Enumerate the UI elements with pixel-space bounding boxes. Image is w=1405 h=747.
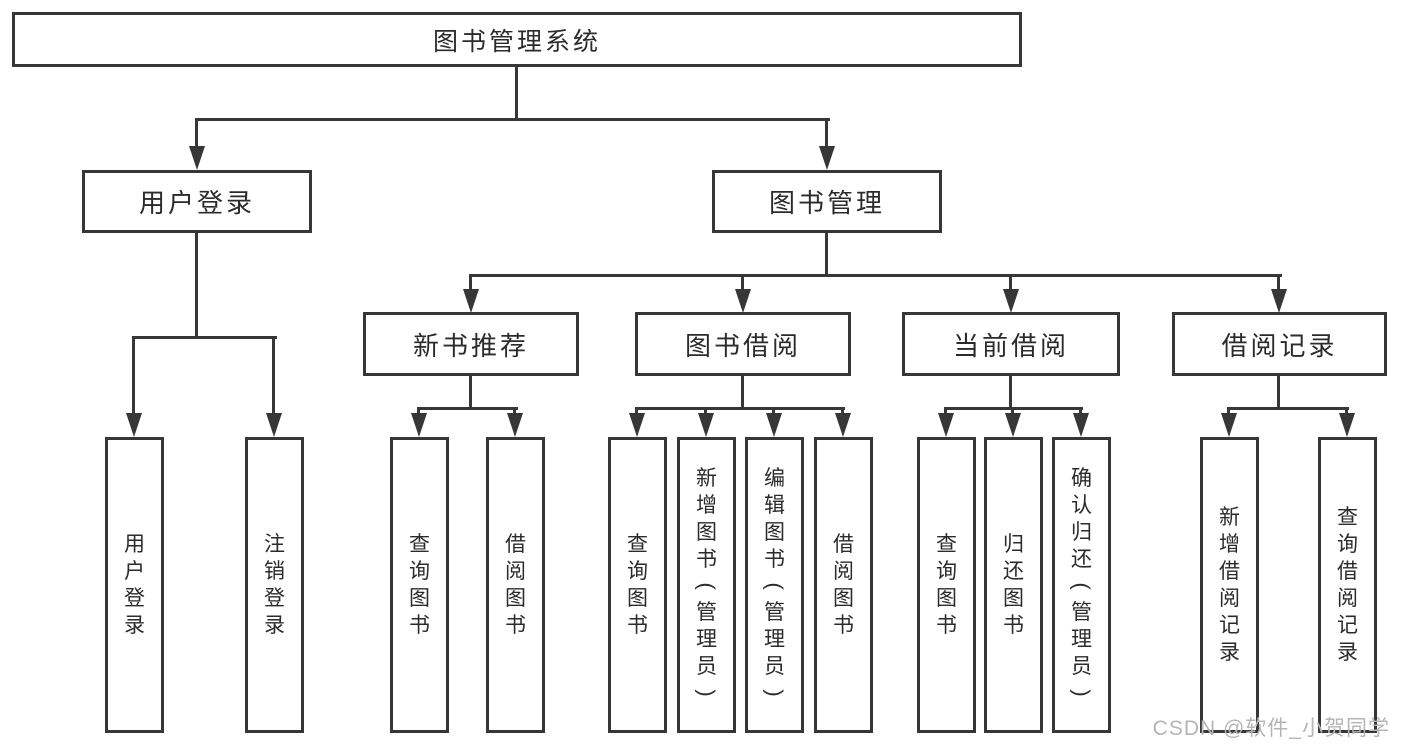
leaf-borrow-query-label: 查询图书 bbox=[627, 533, 648, 637]
arrowhead-icon bbox=[189, 146, 205, 170]
leaf-newbooks-query-label: 查询图书 bbox=[409, 533, 430, 637]
node-book-mgmt: 图书管理 bbox=[712, 170, 942, 233]
arrowhead-icon bbox=[835, 413, 851, 437]
node-current-borrow: 当前借阅 bbox=[902, 312, 1120, 376]
watermark: CSDN @软件_小贺同学 bbox=[1152, 717, 1390, 740]
arrowhead-icon bbox=[126, 413, 142, 437]
node-user-login: 用户登录 bbox=[82, 170, 312, 233]
leaf-borrow-book: 借阅图书 bbox=[814, 437, 873, 733]
leaf-user-login-label: 用户登录 bbox=[124, 533, 145, 637]
connector-line bbox=[741, 274, 744, 291]
arrowhead-icon bbox=[266, 413, 282, 437]
leaf-current-query: 查询图书 bbox=[917, 437, 976, 733]
node-book-borrow: 图书借阅 bbox=[635, 312, 851, 376]
leaf-current-query-label: 查询图书 bbox=[936, 533, 957, 637]
leaf-newbooks-borrow-label: 借阅图书 bbox=[505, 533, 526, 637]
leaf-user-login: 用户登录 bbox=[105, 437, 164, 733]
connector-line bbox=[1011, 407, 1014, 416]
connector-line bbox=[741, 376, 744, 407]
leaf-records-query: 查询借阅记录 bbox=[1318, 437, 1377, 733]
connector-line bbox=[944, 407, 947, 416]
arrowhead-icon bbox=[463, 289, 479, 313]
connector-line bbox=[1227, 407, 1230, 416]
leaf-records-query-label: 查询借阅记录 bbox=[1337, 506, 1358, 664]
leaf-current-confirm-admin-label: 确认归还(管理员) bbox=[1069, 466, 1095, 697]
arrowhead-icon bbox=[1271, 289, 1287, 313]
leaf-borrow-book-label: 借阅图书 bbox=[833, 533, 854, 637]
leaf-newbooks-borrow: 借阅图书 bbox=[486, 437, 545, 733]
node-new-books: 新书推荐 bbox=[363, 312, 579, 376]
connector-line bbox=[1277, 376, 1280, 407]
leaf-current-return: 归还图书 bbox=[984, 437, 1043, 733]
node-root-label: 图书管理系统 bbox=[432, 27, 601, 56]
connector-line bbox=[132, 336, 277, 339]
connector-line bbox=[825, 233, 828, 274]
connector-line bbox=[195, 118, 198, 146]
leaf-borrow-edit-admin-label: 编辑图书(管理员) bbox=[762, 466, 788, 697]
arrowhead-icon bbox=[507, 413, 523, 437]
node-borrow-records-label: 借阅记录 bbox=[1221, 330, 1338, 361]
arrowhead-icon bbox=[766, 413, 782, 437]
arrowhead-icon bbox=[1073, 413, 1089, 437]
node-user-login-label: 用户登录 bbox=[138, 188, 255, 218]
connector-line bbox=[1277, 274, 1280, 291]
leaf-records-add: 新增借阅记录 bbox=[1200, 437, 1259, 733]
connector-line bbox=[841, 407, 844, 416]
leaf-logout: 注销登录 bbox=[245, 437, 304, 733]
connector-line bbox=[515, 67, 518, 118]
connector-line bbox=[469, 274, 472, 291]
arrowhead-icon bbox=[819, 146, 835, 170]
arrowhead-icon bbox=[1339, 413, 1355, 437]
connector-line bbox=[417, 407, 420, 416]
node-new-books-label: 新书推荐 bbox=[412, 330, 529, 361]
arrowhead-icon bbox=[1221, 413, 1237, 437]
node-borrow-records: 借阅记录 bbox=[1172, 312, 1387, 376]
arrowhead-icon bbox=[735, 289, 751, 313]
connector-line bbox=[272, 336, 275, 413]
arrowhead-icon bbox=[1005, 413, 1021, 437]
connector-line bbox=[195, 233, 198, 336]
connector-line bbox=[772, 407, 775, 416]
arrowhead-icon bbox=[629, 413, 645, 437]
arrowhead-icon bbox=[411, 413, 427, 437]
connector-line bbox=[513, 407, 516, 416]
node-current-borrow-label: 当前借阅 bbox=[952, 330, 1069, 361]
connector-line bbox=[1009, 376, 1012, 407]
connector-line bbox=[1345, 407, 1348, 416]
leaf-records-add-label: 新增借阅记录 bbox=[1219, 506, 1240, 664]
connector-line bbox=[704, 407, 707, 416]
node-book-mgmt-label: 图书管理 bbox=[768, 188, 885, 218]
leaf-borrow-edit-admin: 编辑图书(管理员) bbox=[745, 437, 804, 733]
arrowhead-icon bbox=[938, 413, 954, 437]
leaf-borrow-add-admin: 新增图书(管理员) bbox=[677, 437, 736, 733]
connector-line bbox=[132, 336, 135, 413]
leaf-borrow-query: 查询图书 bbox=[608, 437, 667, 733]
node-book-borrow-label: 图书借阅 bbox=[684, 330, 801, 361]
connector-line bbox=[1079, 407, 1082, 416]
connector-line bbox=[635, 407, 638, 416]
leaf-borrow-add-admin-label: 新增图书(管理员) bbox=[694, 466, 720, 697]
leaf-current-confirm-admin: 确认归还(管理员) bbox=[1052, 437, 1111, 733]
node-root: 图书管理系统 bbox=[12, 12, 1022, 67]
leaf-current-return-label: 归还图书 bbox=[1003, 533, 1024, 637]
connector-line bbox=[417, 407, 518, 410]
connector-line bbox=[1009, 274, 1012, 291]
connector-line bbox=[195, 118, 830, 121]
connector-line bbox=[469, 376, 472, 407]
connector-line bbox=[469, 274, 1282, 277]
arrowhead-icon bbox=[1003, 289, 1019, 313]
connector-line bbox=[635, 407, 845, 410]
connector-line bbox=[1227, 407, 1349, 410]
arrowhead-icon bbox=[698, 413, 714, 437]
connector-line bbox=[825, 118, 828, 146]
leaf-newbooks-query: 查询图书 bbox=[390, 437, 449, 733]
leaf-logout-label: 注销登录 bbox=[264, 533, 285, 637]
